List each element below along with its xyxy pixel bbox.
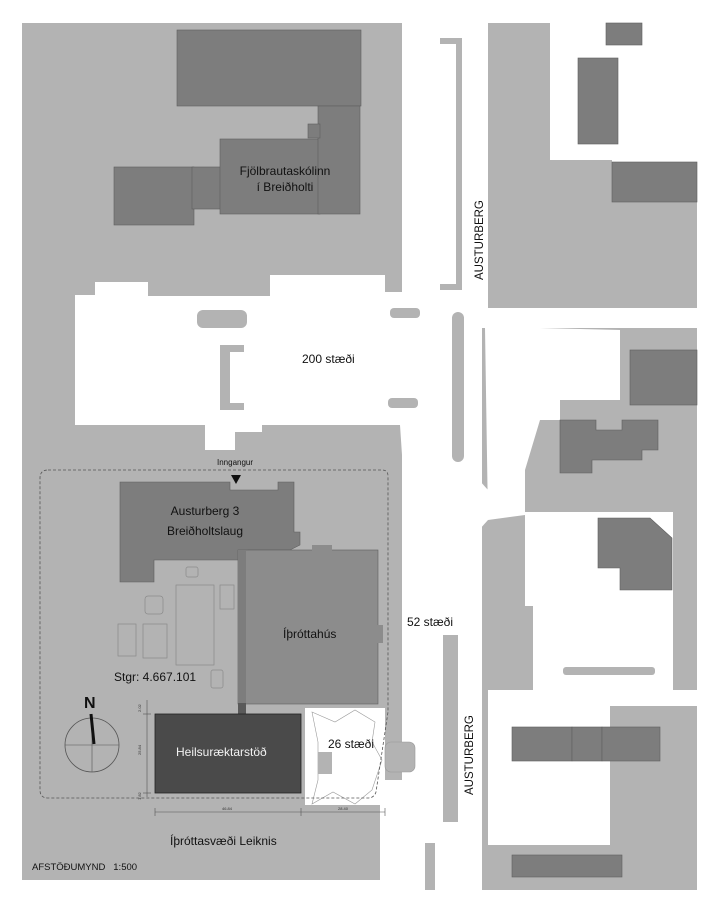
pool-label-line1: Austurberg 3 xyxy=(170,504,240,518)
yard-outlines xyxy=(117,566,235,689)
school-label: Fjölbrautaskólinn í Breiðholti xyxy=(225,163,345,195)
sports-hall-label: Íþróttahús xyxy=(283,627,337,641)
dimension-height-b: 2.02 xyxy=(137,704,142,712)
pool-label: Austurberg 3 Breiðholtslaug xyxy=(150,501,260,541)
north-label: N xyxy=(84,695,96,712)
dimension-width-a: 46.84 xyxy=(222,806,233,811)
buildings-east-south xyxy=(511,726,661,878)
school-label-line1: Fjölbrautaskólinn xyxy=(239,164,331,178)
traffic-islands xyxy=(197,38,655,890)
parking-26-area xyxy=(311,709,416,805)
parking-200-label: 200 stæði xyxy=(302,352,355,366)
pool-label-line2: Breiðholtslaug xyxy=(166,524,244,538)
north-arrow-icon xyxy=(64,713,120,773)
entrance-triangle-icon xyxy=(231,475,241,484)
buildings xyxy=(113,22,698,878)
street-label-south: AUSTURBERG xyxy=(464,715,476,795)
dimension-height-a: 25.84 xyxy=(137,744,142,755)
field-label: Íþróttasvæði Leiknis xyxy=(170,834,277,848)
plot-id-label: Stgr: 4.667.101 xyxy=(114,670,197,684)
gym-label: Heilsuræktarstöð xyxy=(176,745,267,759)
school-label-line2: í Breiðholti xyxy=(256,180,314,194)
dimension-width-b: 28.40 xyxy=(338,806,349,811)
building-gym xyxy=(154,713,302,794)
entrance-label: Inngangur xyxy=(217,458,254,467)
building-pool xyxy=(119,481,301,583)
building-school xyxy=(113,29,362,226)
drawing-title: AFSTÖÐUMYND 1:500 xyxy=(32,862,138,873)
plot-boundary xyxy=(39,469,389,799)
buildings-east-middle xyxy=(559,349,698,591)
dimension-height-c: 1.82 xyxy=(137,792,142,800)
dimension-lines xyxy=(143,700,386,816)
parking-52-label: 52 stæði xyxy=(407,615,454,629)
building-sports-hall xyxy=(237,545,383,714)
road-network xyxy=(22,23,697,890)
street-label-north: AUSTURBERG xyxy=(474,200,486,280)
parking-26-label: 26 stæði xyxy=(328,737,375,751)
buildings-east-north xyxy=(577,22,698,203)
